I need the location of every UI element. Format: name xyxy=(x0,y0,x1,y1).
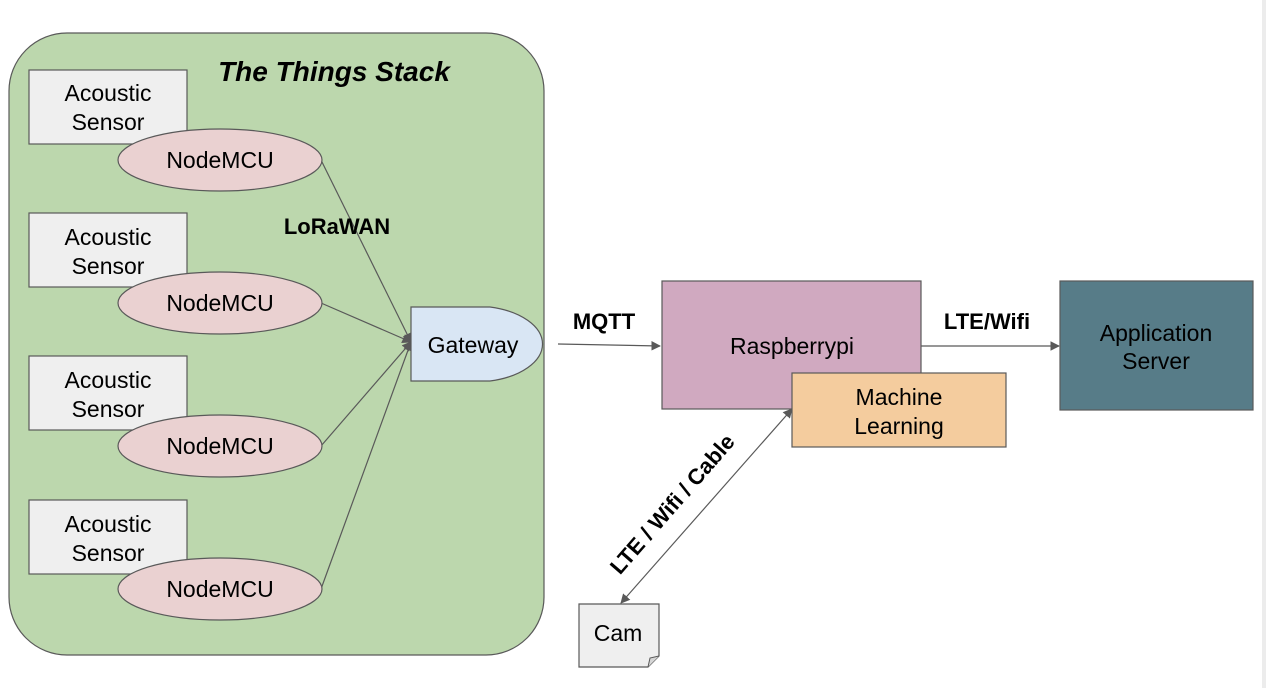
gateway-node xyxy=(410,306,544,382)
edge-node3-gateway xyxy=(320,341,412,447)
nodemcu-label: NodeMCU xyxy=(166,576,273,602)
nodemcu-node xyxy=(117,271,323,335)
application-server-label: Server xyxy=(1122,348,1190,374)
edge-label-cam: LTE / Wifi / Cable xyxy=(605,429,740,579)
cam-fold xyxy=(647,655,660,668)
acoustic-sensor-box xyxy=(28,212,188,288)
acoustic-sensor-label: Sensor xyxy=(72,396,145,422)
application-server-label: Application xyxy=(1100,320,1213,346)
acoustic-sensor-label: Sensor xyxy=(72,540,145,566)
edge-node4-gateway xyxy=(320,341,413,590)
scrollbar-edge xyxy=(1262,0,1266,688)
nodemcu-label: NodeMCU xyxy=(166,147,273,173)
acoustic-sensor-box xyxy=(28,69,188,145)
nodemcu-node xyxy=(117,557,323,621)
application-server-box xyxy=(1059,280,1254,411)
nodemcu-node xyxy=(117,414,323,478)
nodemcu-node xyxy=(117,128,323,192)
edge-ml-cam xyxy=(620,408,793,604)
edge-label-mqtt: MQTT xyxy=(573,309,636,334)
acoustic-sensor-label: Sensor xyxy=(72,253,145,279)
nodemcu-label: NodeMCU xyxy=(166,433,273,459)
acoustic-sensor-label: Acoustic xyxy=(65,80,152,106)
nodemcu-label: NodeMCU xyxy=(166,290,273,316)
edge-node2-gateway xyxy=(320,302,412,343)
machine-learning-box xyxy=(791,372,1007,448)
edge-label-lte-wifi: LTE/Wifi xyxy=(944,309,1030,334)
edge-node1-gateway xyxy=(320,159,412,343)
sensor-group-3: Acoustic Sensor NodeMCU xyxy=(28,355,323,478)
acoustic-sensor-label: Sensor xyxy=(72,109,145,135)
acoustic-sensor-box xyxy=(28,355,188,431)
cluster-title: The Things Stack xyxy=(218,56,451,87)
acoustic-sensor-box xyxy=(28,499,188,575)
acoustic-sensor-label: Acoustic xyxy=(65,511,152,537)
sensor-group-2: Acoustic Sensor NodeMCU xyxy=(28,212,323,335)
edge-gateway-raspberry xyxy=(557,341,661,351)
sensor-group-1: Acoustic Sensor NodeMCU xyxy=(28,69,323,192)
edge-label-lorawan: LoRaWAN xyxy=(284,214,390,239)
machine-learning-label: Learning xyxy=(854,413,944,439)
acoustic-sensor-label: Acoustic xyxy=(65,367,152,393)
cam-label: Cam xyxy=(594,620,643,646)
sensor-group-4: Acoustic Sensor NodeMCU xyxy=(28,499,323,621)
gateway-label: Gateway xyxy=(428,332,519,358)
lorawan-edges xyxy=(320,159,413,590)
raspberrypi-label: Raspberrypi xyxy=(730,333,854,359)
machine-learning-label: Machine xyxy=(856,384,943,410)
acoustic-sensor-label: Acoustic xyxy=(65,224,152,250)
